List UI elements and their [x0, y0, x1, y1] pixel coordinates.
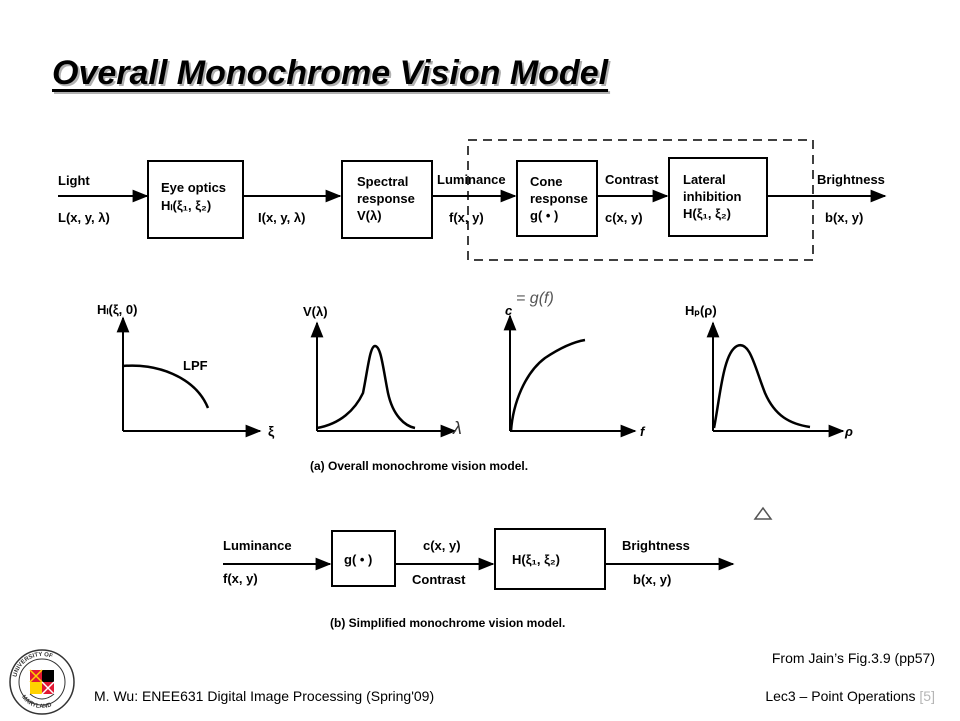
cone-line3: g( • )	[530, 208, 558, 223]
stray-mark-icon	[753, 506, 773, 520]
b-input-expr: f(x, y)	[223, 571, 258, 586]
cone-line1: Cone	[530, 174, 563, 189]
caption-a: (a) Overall monochrome vision model.	[310, 459, 528, 473]
spectral-line2: response	[357, 191, 415, 206]
brightness-label: Brightness	[817, 172, 885, 187]
dashed-region	[467, 139, 814, 261]
eye-optics-line2: Hₗ(ξ₁, ξ₂)	[161, 198, 211, 213]
footer-course: M. Wu: ENEE631 Digital Image Processing …	[94, 688, 435, 704]
block-spectral-response	[341, 160, 433, 239]
figure-credit: From Jain’s Fig.3.9 (pp57)	[771, 650, 935, 666]
luminance-signal: f(x, y)	[449, 210, 484, 225]
footer-lecture: Lec3 – Point Operations [5]	[765, 688, 935, 704]
page-number: [5]	[919, 688, 935, 704]
figure-svg: Light L(x, y, λ) Eye optics Hₗ(ξ₁, ξ₂) I…	[58, 139, 887, 630]
contrast-label: Contrast	[605, 172, 659, 187]
block-eye-optics	[147, 160, 244, 239]
plot2-xlabel: λ	[452, 418, 462, 438]
seal-svg: UNIVERSITY OF MARYLAND	[9, 649, 75, 715]
university-seal-logo: UNIVERSITY OF MARYLAND	[8, 648, 76, 716]
plot3-annotation: = g(f)	[516, 290, 554, 307]
b-block1-label: g( • )	[344, 552, 372, 567]
contrast-signal: c(x, y)	[605, 210, 643, 225]
plot1-curve	[122, 364, 210, 409]
luminance-label: Luminance	[437, 172, 506, 187]
plot4-ylabel: Hₚ(ρ)	[685, 303, 717, 318]
b-mid-expr: c(x, y)	[423, 538, 461, 553]
lateral-line1: Lateral	[683, 172, 726, 187]
plot1-ylabel: Hₗ(ξ, 0)	[97, 302, 137, 317]
b-block-lateral	[494, 528, 606, 590]
cone-line2: response	[530, 191, 588, 206]
plot-eye-optics: Hₗ(ξ, 0) ξ LPF	[97, 302, 275, 439]
plot1-annotation: LPF	[183, 358, 208, 373]
b-output-name: Brightness	[622, 538, 690, 553]
plot2-ylabel: V(λ)	[303, 304, 328, 319]
b-mid-name: Contrast	[412, 572, 466, 587]
brightness-signal: b(x, y)	[825, 210, 863, 225]
light-label: Light	[58, 173, 90, 188]
block-cone-response	[516, 160, 598, 237]
plot3-curve	[509, 338, 586, 432]
light-signal: L(x, y, λ)	[58, 210, 110, 225]
b-output-expr: b(x, y)	[633, 572, 671, 587]
eye-optics-line1: Eye optics	[161, 180, 226, 195]
b-block2-label: H(ξ₁, ξ₂)	[512, 552, 560, 567]
b-input-name: Luminance	[223, 538, 292, 553]
plot4-curve	[712, 343, 811, 429]
caption-b: (b) Simplified monochrome vision model.	[330, 616, 565, 630]
plot-lateral-inhibition: Hₚ(ρ) ρ	[685, 303, 853, 439]
b-block-cone	[331, 530, 396, 587]
plot3-ylabel: c	[505, 303, 513, 318]
plot4-xlabel: ρ	[844, 424, 853, 439]
slide-title: Overall Monochrome Vision Model	[52, 54, 609, 92]
lateral-line2: inhibition	[683, 189, 742, 204]
vision-model-figure: Light L(x, y, λ) Eye optics Hₗ(ξ₁, ξ₂) I…	[55, 118, 890, 638]
plot2-curve	[316, 344, 416, 430]
plot1-xlabel: ξ	[268, 423, 275, 439]
lateral-line3: H(ξ₁, ξ₂)	[683, 206, 731, 221]
footer-lecture-title: Lec3 – Point Operations	[765, 688, 916, 704]
spectral-line3: V(λ)	[357, 208, 382, 223]
spectral-line1: Spectral	[357, 174, 408, 189]
plot-cone-response: c = g(f) f	[503, 290, 646, 439]
plot3-xlabel: f	[640, 424, 646, 439]
intensity-signal: I(x, y, λ)	[258, 210, 305, 225]
plot-spectral-response: V(λ) λ	[303, 304, 462, 438]
